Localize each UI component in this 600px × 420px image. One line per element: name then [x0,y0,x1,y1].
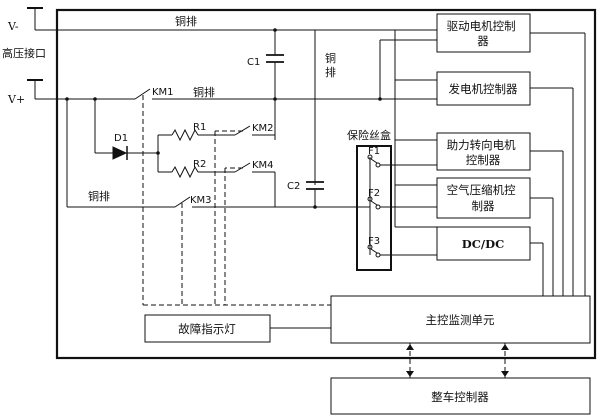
junction-dot [156,151,160,155]
km3-label: KM3 [190,195,212,206]
km1-contact [134,88,151,100]
junction-dot [65,97,69,101]
drive-motor-controller-line-1: 驱动电机控制 [447,19,516,33]
f3-terminal-left [367,244,373,250]
busbar-label-top: 铜排 [175,14,197,28]
generator-controller-line-1: 发电机控制器 [449,82,518,96]
hv-port-label: 高压接口 [2,46,46,60]
drive-motor-controller-line-2: 器 [477,34,489,48]
f3-label: F3 [368,236,380,247]
generator-controller-label: 发电机控制器 [449,82,518,96]
f1-label: F1 [368,146,380,157]
f2-terminal-right [375,204,381,210]
c2-label: C2 [287,181,300,192]
km1-label: KM1 [152,87,174,98]
v-plus-label: V+ [7,93,25,106]
f1-terminal-left [367,154,373,160]
arrow-down-right [501,371,509,377]
arrow-up-left [406,344,414,350]
c1-label: C1 [247,57,260,68]
dcdc-converter-line-1: DC/DC [462,237,504,251]
r2-label: R2 [193,159,206,170]
drive-motor-controller-label: 驱动电机控制 器 [447,19,520,48]
km3-contact [174,196,191,208]
f1-terminal-right [375,162,381,168]
f3-terminal-right [375,252,381,258]
r1-zigzag [171,128,199,142]
main-monitor-unit-label: 主控监测单元 [426,313,495,327]
f2-link [370,200,378,206]
power-steering-controller-line-1: 助力转向电机 [447,138,516,152]
f3-link [370,248,378,254]
junction-dot [273,97,277,101]
junction-dot [273,28,277,32]
vehicle-controller-label: 整车控制器 [431,390,489,404]
dcdc-converter-label: DC/DC [462,237,504,251]
power-steering-controller-label: 助力转向电机 控制器 [447,138,520,167]
f1-link [370,158,378,164]
busbar-vertical-char-1: 铜 [325,51,336,65]
junction-dot [93,97,97,101]
km4-label: KM4 [252,160,274,171]
fuse-box-label: 保险丝盒 [347,128,391,142]
fault-lamp-label: 故障指示灯 [178,322,236,336]
main-monitor-unit-box [330,295,591,344]
busbar-label-vertical: 铜 排 [325,51,340,79]
arrow-down-left [406,371,414,377]
r1-label: R1 [193,122,206,133]
r2-zigzag [171,165,199,179]
f2-terminal-left [367,196,373,202]
air-compressor-controller-line-2: 制器 [472,199,495,213]
junction-dot [313,205,317,209]
fuse-box [356,145,392,271]
vehicle-controller-box [330,377,591,415]
busbar-label-lower: 铜排 [88,189,110,203]
busbar-label-mid: 铜排 [193,85,215,99]
d1-label: D1 [114,133,128,144]
v-minus-label: V- [7,20,19,33]
f2-label: F2 [368,188,380,199]
d1-triangle [112,146,128,160]
air-compressor-controller-label: 空气压缩机控 制器 [447,183,520,213]
busbar-vertical-char-2: 排 [325,65,336,79]
km2-label: KM2 [252,123,274,134]
air-compressor-controller-line-1: 空气压缩机控 [447,183,516,197]
arrow-up-right [501,344,509,350]
junction-dot [378,97,382,101]
power-steering-controller-line-2: 控制器 [466,153,501,167]
enclosure-frame [55,8,597,360]
